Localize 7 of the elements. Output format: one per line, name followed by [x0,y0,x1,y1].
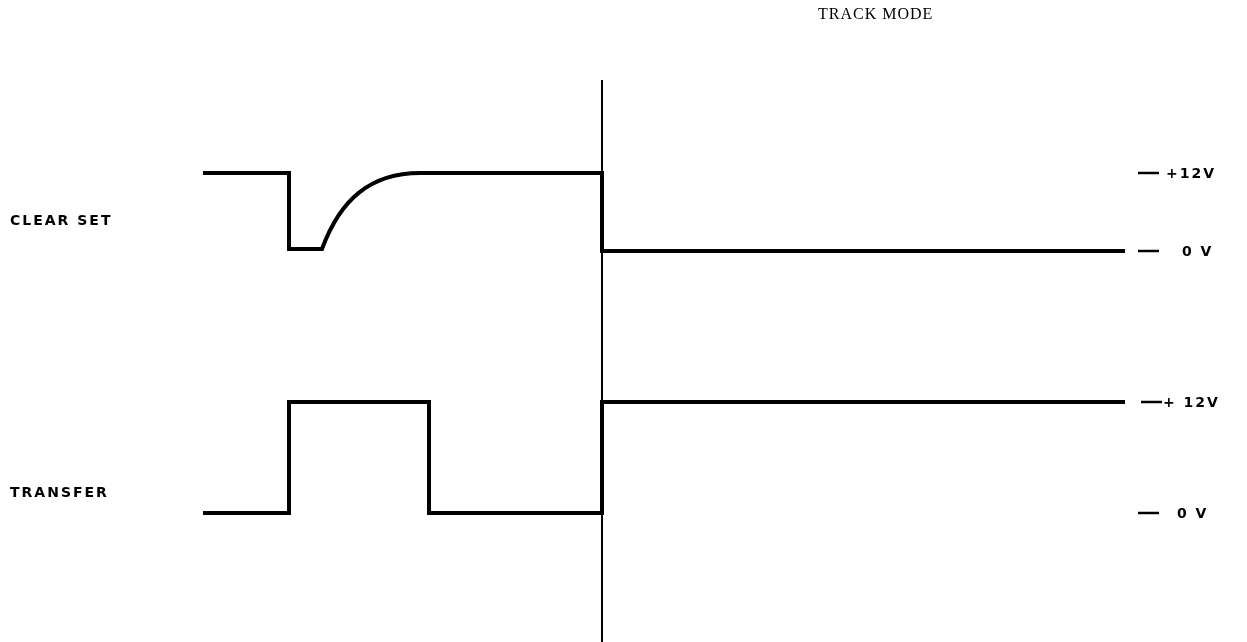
mode-heading: TRACK MODE [818,6,934,22]
voltage-level-label: + 12V [1163,395,1220,409]
voltage-level-label: 0 V [1182,244,1214,258]
signal-name: TRANSFER [10,485,109,499]
voltage-level-label: 0 V [1177,506,1209,520]
voltage-level-label: +12V [1166,166,1217,180]
signal-name: CLEAR SET [10,213,113,227]
